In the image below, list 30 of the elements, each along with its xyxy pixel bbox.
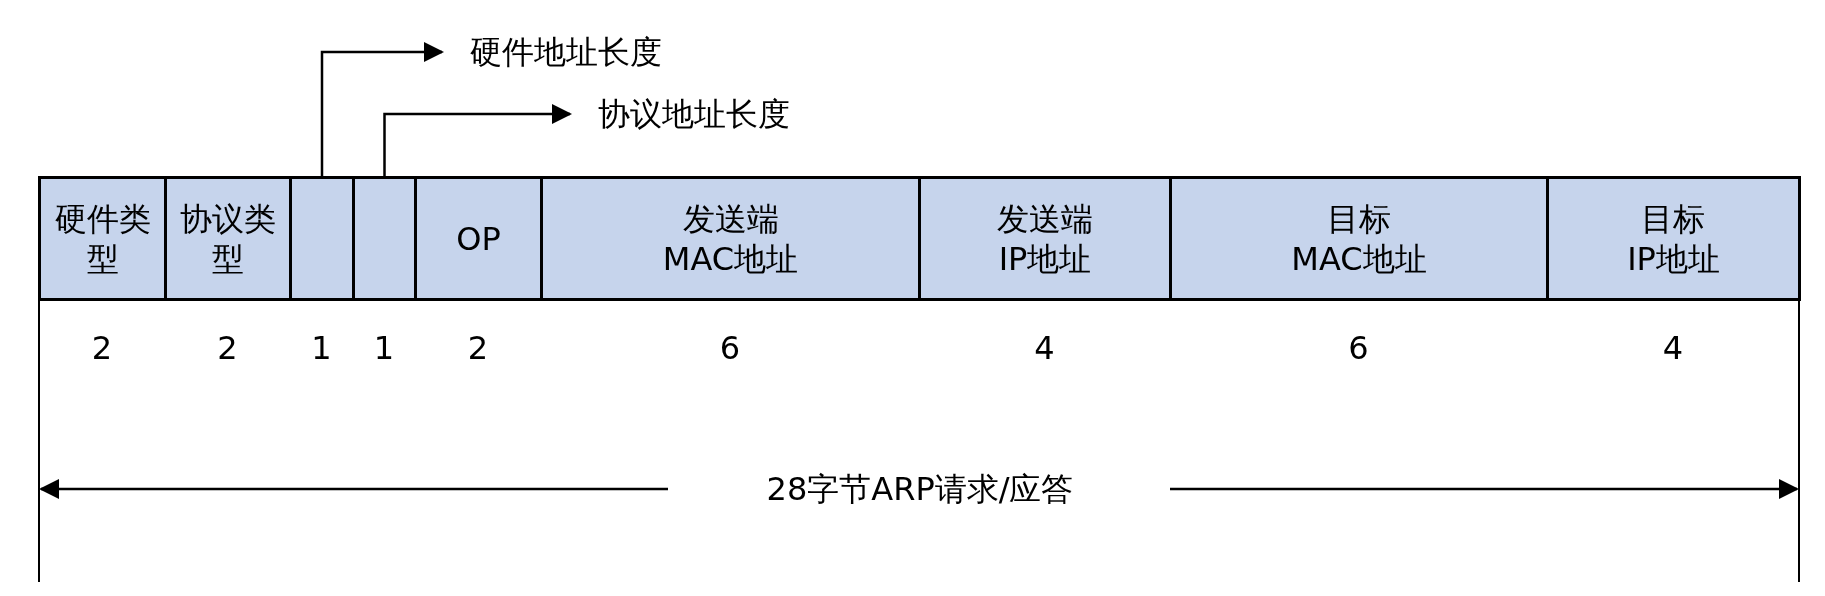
byte-count: 1 [311, 328, 332, 368]
field-name: 硬件类型 [53, 198, 152, 279]
callout-label: 硬件地址长度 [442, 30, 772, 74]
byte-count: 6 [719, 328, 741, 368]
packet-field [38, 176, 167, 301]
byte-count: 1 [373, 328, 395, 368]
packet-field [1169, 176, 1549, 301]
leader-arrow [383, 104, 572, 176]
byte-count: 4 [1662, 328, 1684, 368]
dimension-label: 28字节ARP请求/应答 [766, 469, 1074, 509]
field-name: 发送端 MAC地址 [662, 198, 799, 279]
field-name: 目标 MAC地址 [1291, 198, 1427, 279]
callout-label: 协议地址长度 [570, 92, 900, 136]
packet-field [289, 176, 355, 301]
byte-count: 6 [1348, 328, 1369, 368]
field-name: 发送端 IP地址 [997, 198, 1093, 279]
packet-field [918, 176, 1172, 301]
packet-field [1546, 176, 1801, 301]
field-name: OP [456, 218, 501, 259]
packet-field [540, 176, 921, 301]
byte-count: 2 [91, 328, 113, 368]
packet-field [164, 176, 292, 301]
packet-field [414, 176, 543, 301]
field-name: 协议类型 [179, 198, 277, 279]
leader-arrow [320, 42, 444, 176]
byte-count: 4 [1034, 328, 1055, 368]
byte-count: 2 [217, 328, 238, 368]
packet-field [352, 176, 417, 301]
byte-count: 2 [467, 328, 489, 368]
field-name: 目标 IP地址 [1627, 198, 1720, 279]
